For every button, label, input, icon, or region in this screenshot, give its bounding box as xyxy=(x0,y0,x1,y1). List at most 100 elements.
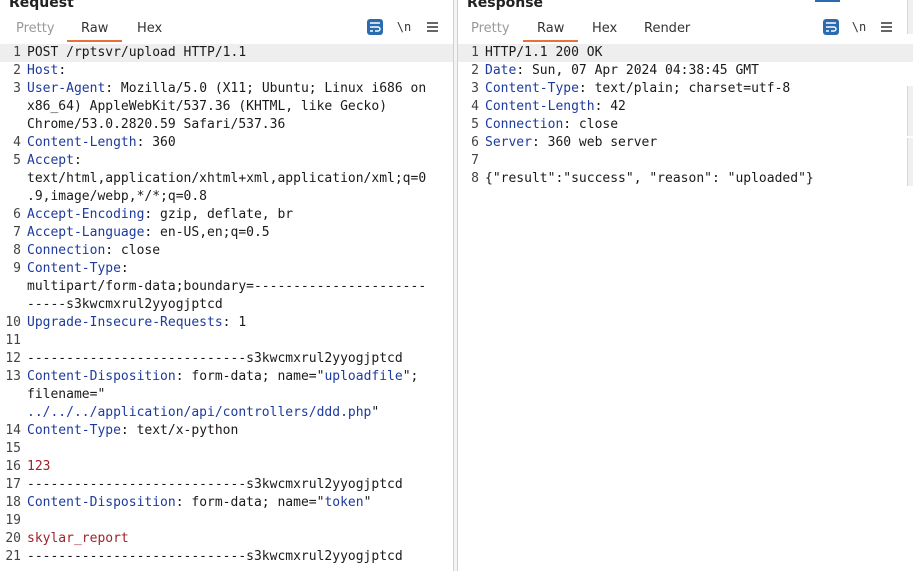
hamburger-menu-icon[interactable] xyxy=(424,19,440,35)
line-number: 3 xyxy=(471,81,479,96)
code-text: text/html,application/xhtml+xml,applicat… xyxy=(27,171,427,186)
line-content: .9,image/webp,*/*;q=0.8 xyxy=(27,188,207,206)
code-text: Chrome/53.0.2820.59 Safari/537.36 xyxy=(27,117,286,132)
line-number: 13 xyxy=(5,369,21,384)
code-text: : 360 web server xyxy=(531,135,658,150)
line-content: Chrome/53.0.2820.59 Safari/537.36 xyxy=(27,116,285,134)
line-number: 5 xyxy=(471,117,479,132)
line-content: ----------------------------s3kwcmxrul2y… xyxy=(27,350,403,368)
code-text: .9,image/webp,*/*;q=0.8 xyxy=(27,189,208,204)
code-line: 15 xyxy=(0,440,453,458)
line-content: Content-Type: text/x-python xyxy=(27,422,238,440)
response-tab-raw[interactable]: Raw xyxy=(522,21,579,42)
code-text: multipart/form-data;boundary=-----------… xyxy=(27,279,427,294)
line-content: filename=" xyxy=(27,386,105,404)
line-content: Content-Disposition: form-data; name="to… xyxy=(27,494,371,512)
code-text: x86_64) AppleWebKit/537.36 (KHTML, like … xyxy=(27,99,388,114)
response-tab-hex[interactable]: Hex xyxy=(592,21,618,36)
line-number: 12 xyxy=(5,351,21,366)
response-tab-render[interactable]: Render xyxy=(644,21,691,36)
request-tab-hex[interactable]: Hex xyxy=(137,21,163,36)
line-number: 5 xyxy=(13,153,21,168)
wrap-lines-icon[interactable] xyxy=(367,19,383,35)
wrap-lines-icon[interactable] xyxy=(823,19,839,35)
response-tabs: Pretty Raw Hex Render xyxy=(458,18,913,42)
line-content: POST /rptsvr/upload HTTP/1.1 xyxy=(27,44,246,62)
line-content: Host: xyxy=(27,62,66,80)
line-number: 21 xyxy=(5,549,21,564)
line-content: Content-Length: 42 xyxy=(485,98,626,116)
code-text: "; xyxy=(402,369,419,384)
header-name: Connection xyxy=(485,117,564,132)
code-text: ----------------------------s3kwcmxrul2y… xyxy=(27,549,403,564)
line-content: text/html,application/xhtml+xml,applicat… xyxy=(27,170,426,188)
code-text: {"result":"success", "reason": "uploaded… xyxy=(485,171,814,186)
line-content: ----------------------------s3kwcmxrul2y… xyxy=(27,476,403,494)
code-text: ----------------------------s3kwcmxrul2y… xyxy=(27,477,403,492)
code-text: : Sun, 07 Apr 2024 04:38:45 GMT xyxy=(516,63,759,78)
code-text: skylar_report xyxy=(27,531,129,546)
code-text: : 1 xyxy=(222,315,247,330)
pane-divider[interactable] xyxy=(453,0,458,571)
code-line: 12 ----------------------------s3kwcmxrul… xyxy=(0,350,453,368)
line-number: 2 xyxy=(471,63,479,78)
newline-toggle-button[interactable]: \n xyxy=(396,20,412,34)
line-number: 14 xyxy=(5,423,21,438)
line-number: 7 xyxy=(471,153,479,168)
code-text: ../../../application/api/controllers/ddd… xyxy=(27,405,372,420)
line-content: ----------------------------s3kwcmxrul2y… xyxy=(27,548,403,566)
header-name: Content-Disposition xyxy=(27,495,176,510)
newline-toggle-button[interactable]: \n xyxy=(851,20,867,34)
line-number: 9 xyxy=(13,261,21,276)
code-line: multipart/form-data;boundary=-----------… xyxy=(0,278,453,296)
line-content: -----s3kwcmxrul2yyogjptcd xyxy=(27,296,223,314)
response-tab-pretty[interactable]: Pretty xyxy=(471,21,510,36)
line-content: skylar_report xyxy=(27,530,129,548)
code-text: POST /rptsvr/upload HTTP/1.1 xyxy=(27,45,247,60)
code-line: Chrome/53.0.2820.59 Safari/537.36 xyxy=(0,116,453,134)
code-text: HTTP/1.1 200 OK xyxy=(485,45,603,60)
code-line: 8{"result":"success", "reason": "uploade… xyxy=(458,170,913,188)
header-name: User-Agent xyxy=(27,81,106,96)
request-tab-pretty[interactable]: Pretty xyxy=(16,21,55,36)
line-number: 4 xyxy=(13,135,21,150)
line-number: 16 xyxy=(5,459,21,474)
code-text: : xyxy=(58,63,67,78)
hamburger-menu-icon[interactable] xyxy=(878,19,894,35)
line-number: 18 xyxy=(5,495,21,510)
line-content: Upgrade-Insecure-Requests: 1 xyxy=(27,314,246,332)
line-number: 10 xyxy=(5,315,21,330)
code-line: 17----------------------------s3kwcmxrul… xyxy=(0,476,453,494)
line-number: 11 xyxy=(5,333,21,348)
header-name: Content-Disposition xyxy=(27,369,176,384)
line-content: 123 xyxy=(27,458,50,476)
line-content: HTTP/1.1 200 OK xyxy=(485,44,602,62)
code-line: 7 xyxy=(458,152,913,170)
code-line: -----s3kwcmxrul2yyogjptcd xyxy=(0,296,453,314)
line-number: 4 xyxy=(471,99,479,114)
request-tab-raw[interactable]: Raw xyxy=(66,21,123,42)
line-content: multipart/form-data;boundary=-----------… xyxy=(27,278,426,296)
code-text: filename=" xyxy=(27,387,106,402)
code-line: filename=" xyxy=(0,386,453,404)
code-text: ----------------------------s3kwcmxrul2y… xyxy=(27,351,403,366)
code-line: text/html,application/xhtml+xml,applicat… xyxy=(0,170,453,188)
line-number: 1 xyxy=(471,45,479,60)
code-text: : text/x-python xyxy=(120,423,239,438)
header-name: Content-Length xyxy=(27,135,137,150)
header-name: Connection xyxy=(27,243,106,258)
